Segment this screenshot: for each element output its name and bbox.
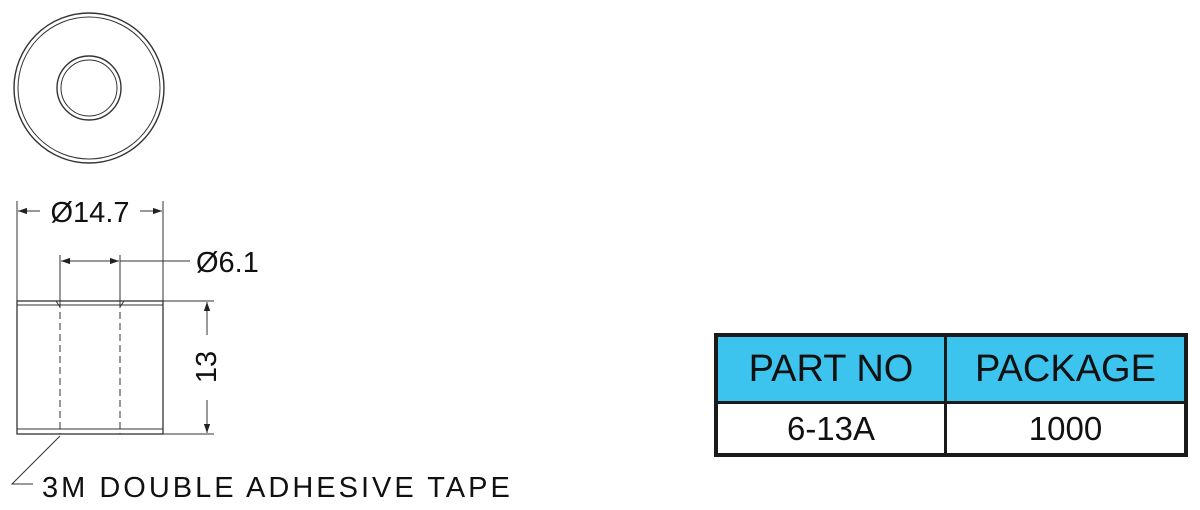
outer-diameter-dimension [16, 201, 164, 301]
cell-part-no: 6-13A [718, 404, 944, 453]
height-label: 13 [191, 351, 223, 383]
bore-chamfer-right [119, 300, 125, 308]
inner-diameter-dimension [59, 255, 190, 301]
header-part-no: PART NO [718, 337, 944, 401]
tape-note-leader [10, 435, 61, 485]
side-view-body [16, 300, 164, 435]
header-package: PACKAGE [947, 337, 1184, 401]
spec-table: PART NO PACKAGE 6-13A 1000 [714, 333, 1188, 457]
inner-diameter-label: Ø6.1 [196, 247, 259, 279]
height-dimension [163, 300, 214, 435]
cell-package: 1000 [947, 404, 1184, 453]
top-view-hole-inner [60, 59, 118, 117]
top-view-outer-inner-circle [17, 16, 161, 160]
top-view-hole-outer [56, 55, 122, 121]
top-view [13, 12, 165, 164]
top-view-outer-circle [13, 12, 165, 164]
tape-note: 3M DOUBLE ADHESIVE TAPE [42, 472, 513, 504]
bore-chamfer-left [55, 300, 61, 308]
tape-leader-line [10, 435, 61, 485]
side-view [16, 300, 164, 435]
outer-diameter-label: Ø14.7 [51, 197, 130, 229]
